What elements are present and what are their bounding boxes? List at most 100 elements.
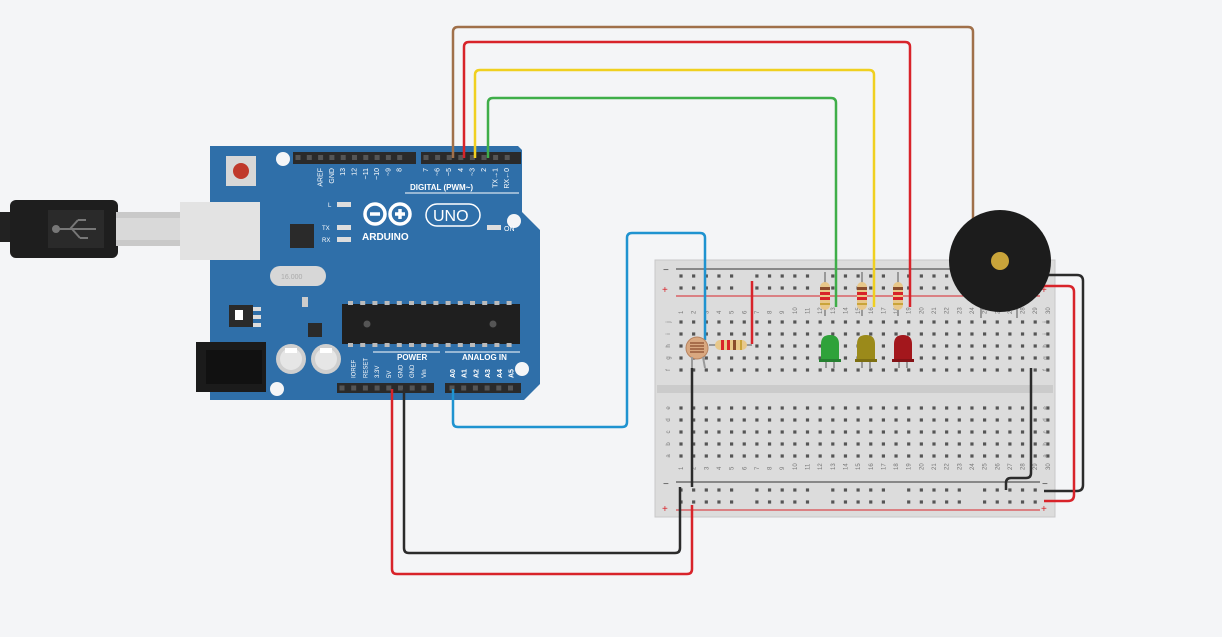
rail-plus-top-right: + [1041,285,1047,296]
column-number: 13 [831,463,837,470]
led-red[interactable] [892,335,914,368]
atmega-chip [342,301,520,347]
column-number: 24 [970,307,976,314]
power-jack[interactable] [196,342,266,392]
digital-pin-label: 7 [423,168,430,172]
digital-pin-label: ~5 [446,168,453,176]
resistor-green-led[interactable] [820,272,830,316]
photoresistor[interactable] [685,336,709,369]
mount-hole [515,362,529,376]
power-header[interactable] [337,383,434,393]
row-letter: b [1043,442,1049,446]
rail-plus-bottom-right: + [1041,504,1047,515]
wire-red-pin4[interactable] [462,40,912,307]
wire-red-5v[interactable] [390,389,694,576]
wire-black-gnd[interactable] [402,389,682,555]
column-number: 23 [957,463,963,470]
digital-pin-label: 12 [352,168,359,176]
column-number: 29 [1033,307,1039,314]
led-rx-label: RX [322,238,330,244]
column-number: 1 [679,310,685,314]
led-rx [337,237,351,242]
analog-pin-label: A1 [462,369,469,378]
power-pin-label: Vin [422,369,428,378]
on-label: ON [504,226,515,233]
uno-badge [425,203,481,227]
column-number: 19 [907,307,913,314]
power-pin-label: GND [410,364,416,378]
column-number: 19 [907,463,913,470]
column-number: 16 [869,307,875,314]
led-yellow[interactable] [855,335,877,368]
breadboard-center-gap [657,385,1053,393]
column-number: 10 [793,463,799,470]
column-number: 4 [717,310,723,314]
mount-hole [276,152,290,166]
row-letter: g [666,356,672,359]
digital-pin-label: ~6 [435,168,442,176]
digital-pin-label: 13 [340,168,347,176]
piezo-buzzer[interactable] [949,210,1051,318]
wire-yellow[interactable] [473,68,876,307]
column-number: 14 [843,463,849,470]
digital-pin-label: 8 [397,168,404,172]
digital-pin-label: AREF [318,168,325,187]
digital-pin-label: TX→1 [493,168,500,188]
resistor-yellow-led[interactable] [857,272,867,316]
row-letter: f [666,369,672,371]
wire-brown[interactable] [451,25,975,228]
column-number: 21 [932,463,938,470]
column-number: 22 [945,463,951,470]
row-letter: d [1043,418,1049,421]
row-letter: d [666,418,672,421]
analog-header[interactable] [445,383,521,393]
analog-pin-label: A5 [509,369,516,378]
column-number: 5 [730,310,736,314]
column-number: 16 [869,463,875,470]
column-number: 7 [755,466,761,470]
column-number: 12 [818,307,824,314]
led-green[interactable] [819,335,841,368]
column-number: 4 [717,466,723,470]
brand-label: ARDUINO [362,232,409,243]
column-number: 17 [881,307,887,314]
column-number: 21 [932,307,938,314]
led-tx [337,225,351,230]
column-number: 28 [1021,307,1027,314]
analog-pin-label: A3 [485,369,492,378]
wire-green[interactable] [486,96,838,307]
led-l-label: L [328,203,332,209]
column-number: 6 [742,310,748,314]
rail-minus-top-left: − [663,265,669,276]
column-number: 7 [755,310,761,314]
power-header-label: POWER [397,353,427,362]
column-number: 11 [806,307,812,314]
column-number: 24 [970,463,976,470]
resistor-ldr[interactable] [709,340,752,350]
column-number: 28 [1021,463,1027,470]
column-number: 12 [818,463,824,470]
resistor-red-led[interactable] [893,272,903,316]
column-number: 29 [1033,463,1039,470]
row-letter: j [666,321,672,323]
column-number: 6 [742,466,748,470]
reset-button[interactable] [226,156,256,186]
digital-pin-label: 2 [481,168,488,172]
analog-pin-label: A4 [497,369,504,378]
mount-hole [270,382,284,396]
column-number: 18 [894,463,900,470]
model-label: UNO [433,208,469,225]
row-letter: h [666,344,672,347]
column-number: 9 [780,466,786,470]
column-number: 26 [995,463,1001,470]
column-number: 9 [780,310,786,314]
row-letter: a [1043,454,1049,458]
column-number: 30 [1046,463,1052,470]
digital-pin-label: GND [329,168,336,184]
wire-blue-a0[interactable] [451,231,707,429]
row-letter: a [666,454,672,458]
power-pin-label: 5V [387,371,393,378]
wire-black-right[interactable] [1004,368,1033,490]
